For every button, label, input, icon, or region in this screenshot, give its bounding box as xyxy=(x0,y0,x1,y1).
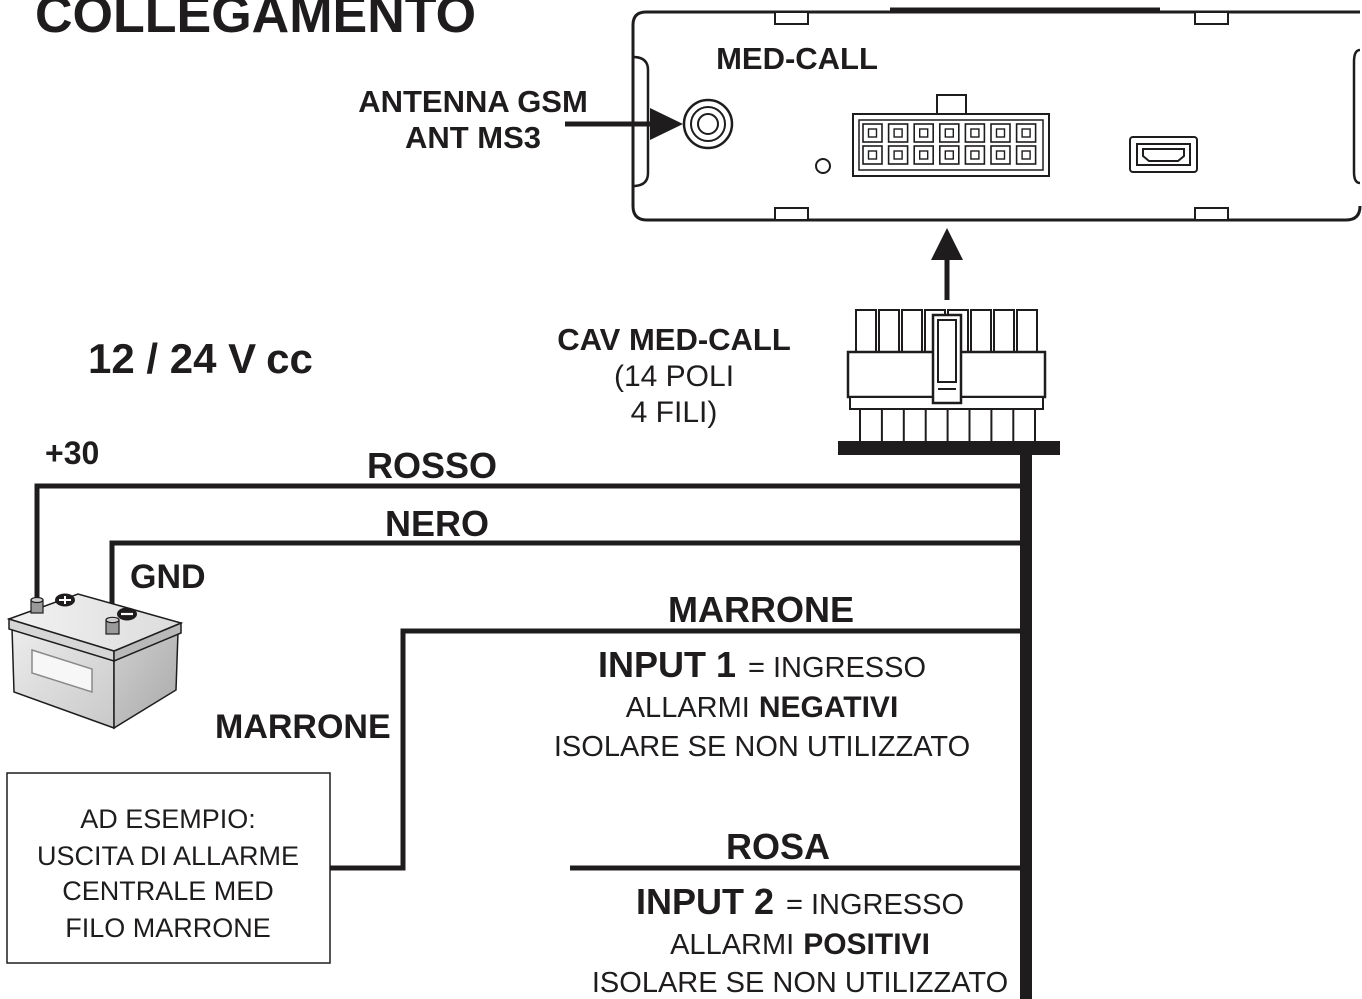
input1-alarm-prefix: ALLARMI xyxy=(626,692,750,724)
input1-desc: = INGRESSO xyxy=(748,652,926,684)
voltage-value: 12 / 24 V xyxy=(88,335,256,382)
input2-title: INPUT 2 = INGRESSO xyxy=(636,881,964,922)
socket-pin xyxy=(964,145,986,165)
example-box-line: FILO MARRONE xyxy=(65,913,271,943)
device-label: MED-CALL xyxy=(716,41,878,76)
socket-pin xyxy=(862,145,883,165)
main-cable xyxy=(1020,455,1032,999)
input1-alarm-type: ALLARMI NEGATIVI xyxy=(626,691,899,724)
connector-pin xyxy=(970,309,992,356)
antenna-model-label: ANT MS3 xyxy=(405,120,541,155)
device-right-tab xyxy=(1352,48,1361,185)
input1-name: INPUT 1 xyxy=(598,644,736,685)
battery-icon xyxy=(6,593,184,730)
input2-alarm-polarity: POSITIVI xyxy=(803,928,930,961)
input1-isolate-note: ISOLARE SE NON UTILIZZATO xyxy=(554,731,970,763)
example-box-frame xyxy=(6,772,331,964)
cable-clamp-bar xyxy=(838,441,1060,455)
battery-positive-terminal xyxy=(30,596,44,614)
socket-pin xyxy=(1015,123,1037,143)
input2-name: INPUT 2 xyxy=(636,881,774,922)
connector-pin xyxy=(901,309,923,356)
wire-brown-left-label: MARRONE xyxy=(215,708,391,746)
socket-pin xyxy=(913,145,935,165)
positive-terminal-label: +30 xyxy=(45,435,99,471)
voltage-unit: cc xyxy=(266,335,313,382)
device-notch-bottom-right xyxy=(1194,207,1229,221)
socket-pin xyxy=(964,123,986,143)
wire-brown xyxy=(330,628,1026,871)
connector-pin xyxy=(1016,309,1038,356)
arrow-up-icon xyxy=(931,228,963,300)
arrow-right-icon xyxy=(565,108,683,140)
connector-latch-inner xyxy=(937,319,957,383)
cable-connector xyxy=(838,309,1060,455)
socket-pin xyxy=(913,123,935,143)
wire-red-label: ROSSO xyxy=(367,445,497,486)
example-box-line: CENTRALE MED xyxy=(62,876,274,906)
minus-symbol-icon xyxy=(117,607,137,621)
battery-top-face xyxy=(6,593,184,652)
device-notch-top-right xyxy=(1194,11,1229,25)
device-notch-bottom-left xyxy=(774,207,809,221)
connector-pin xyxy=(993,309,1015,356)
input1-alarm-polarity: NEGATIVI xyxy=(759,691,898,724)
indicator-hole xyxy=(815,158,831,174)
antenna-label: ANTENNA GSM xyxy=(358,84,588,119)
wire-black xyxy=(109,540,1026,622)
socket-pin xyxy=(887,145,909,165)
device-notch-top-left xyxy=(774,11,809,25)
socket-pin xyxy=(887,123,909,143)
wire-red xyxy=(34,483,1026,603)
cable-wires-label: 4 FILI) xyxy=(631,396,718,429)
socket-pin xyxy=(990,145,1011,165)
mini-usb-port-icon xyxy=(1129,136,1198,173)
connector-leg-dividers xyxy=(880,409,1015,441)
socket-pin xyxy=(1015,145,1037,165)
wire-black-label: NERO xyxy=(385,503,489,544)
example-box: AD ESEMPIO: USCITA DI ALLARME CENTRALE M… xyxy=(6,772,331,964)
wire-pink-label: ROSA xyxy=(726,826,830,867)
antenna-connector-icon xyxy=(682,98,734,150)
socket-pin xyxy=(990,123,1011,143)
cable-label: CAV MED-CALL xyxy=(557,322,791,357)
input1-title: INPUT 1 = INGRESSO xyxy=(598,644,926,685)
plus-symbol-icon xyxy=(55,593,75,607)
input2-alarm-prefix: ALLARMI xyxy=(670,929,794,961)
example-box-line: AD ESEMPIO: xyxy=(80,804,256,834)
connector-pin xyxy=(878,309,900,356)
input2-alarm-type: ALLARMI POSITIVI xyxy=(670,928,930,961)
connector-pin xyxy=(855,309,877,356)
cable-poles-label: (14 POLI xyxy=(614,360,734,393)
input2-isolate-note: ISOLARE SE NON UTILIZZATO xyxy=(592,967,1008,999)
wire-brown-label: MARRONE xyxy=(668,589,854,630)
ground-label: GND xyxy=(130,558,206,596)
page-title: COLLEGAMENTO xyxy=(35,0,476,44)
battery-negative-terminal xyxy=(105,616,120,635)
socket-pin xyxy=(938,123,960,143)
input2-desc: = INGRESSO xyxy=(786,889,964,921)
socket-pin xyxy=(938,145,960,165)
med-call-device: MED-CALL xyxy=(631,7,1362,222)
socket-pin xyxy=(862,123,883,143)
example-box-line: USCITA DI ALLARME xyxy=(37,841,299,871)
battery-label-plate xyxy=(31,648,93,694)
socket-pin-grid xyxy=(862,123,1037,165)
device-14-pin-socket xyxy=(852,94,1050,177)
